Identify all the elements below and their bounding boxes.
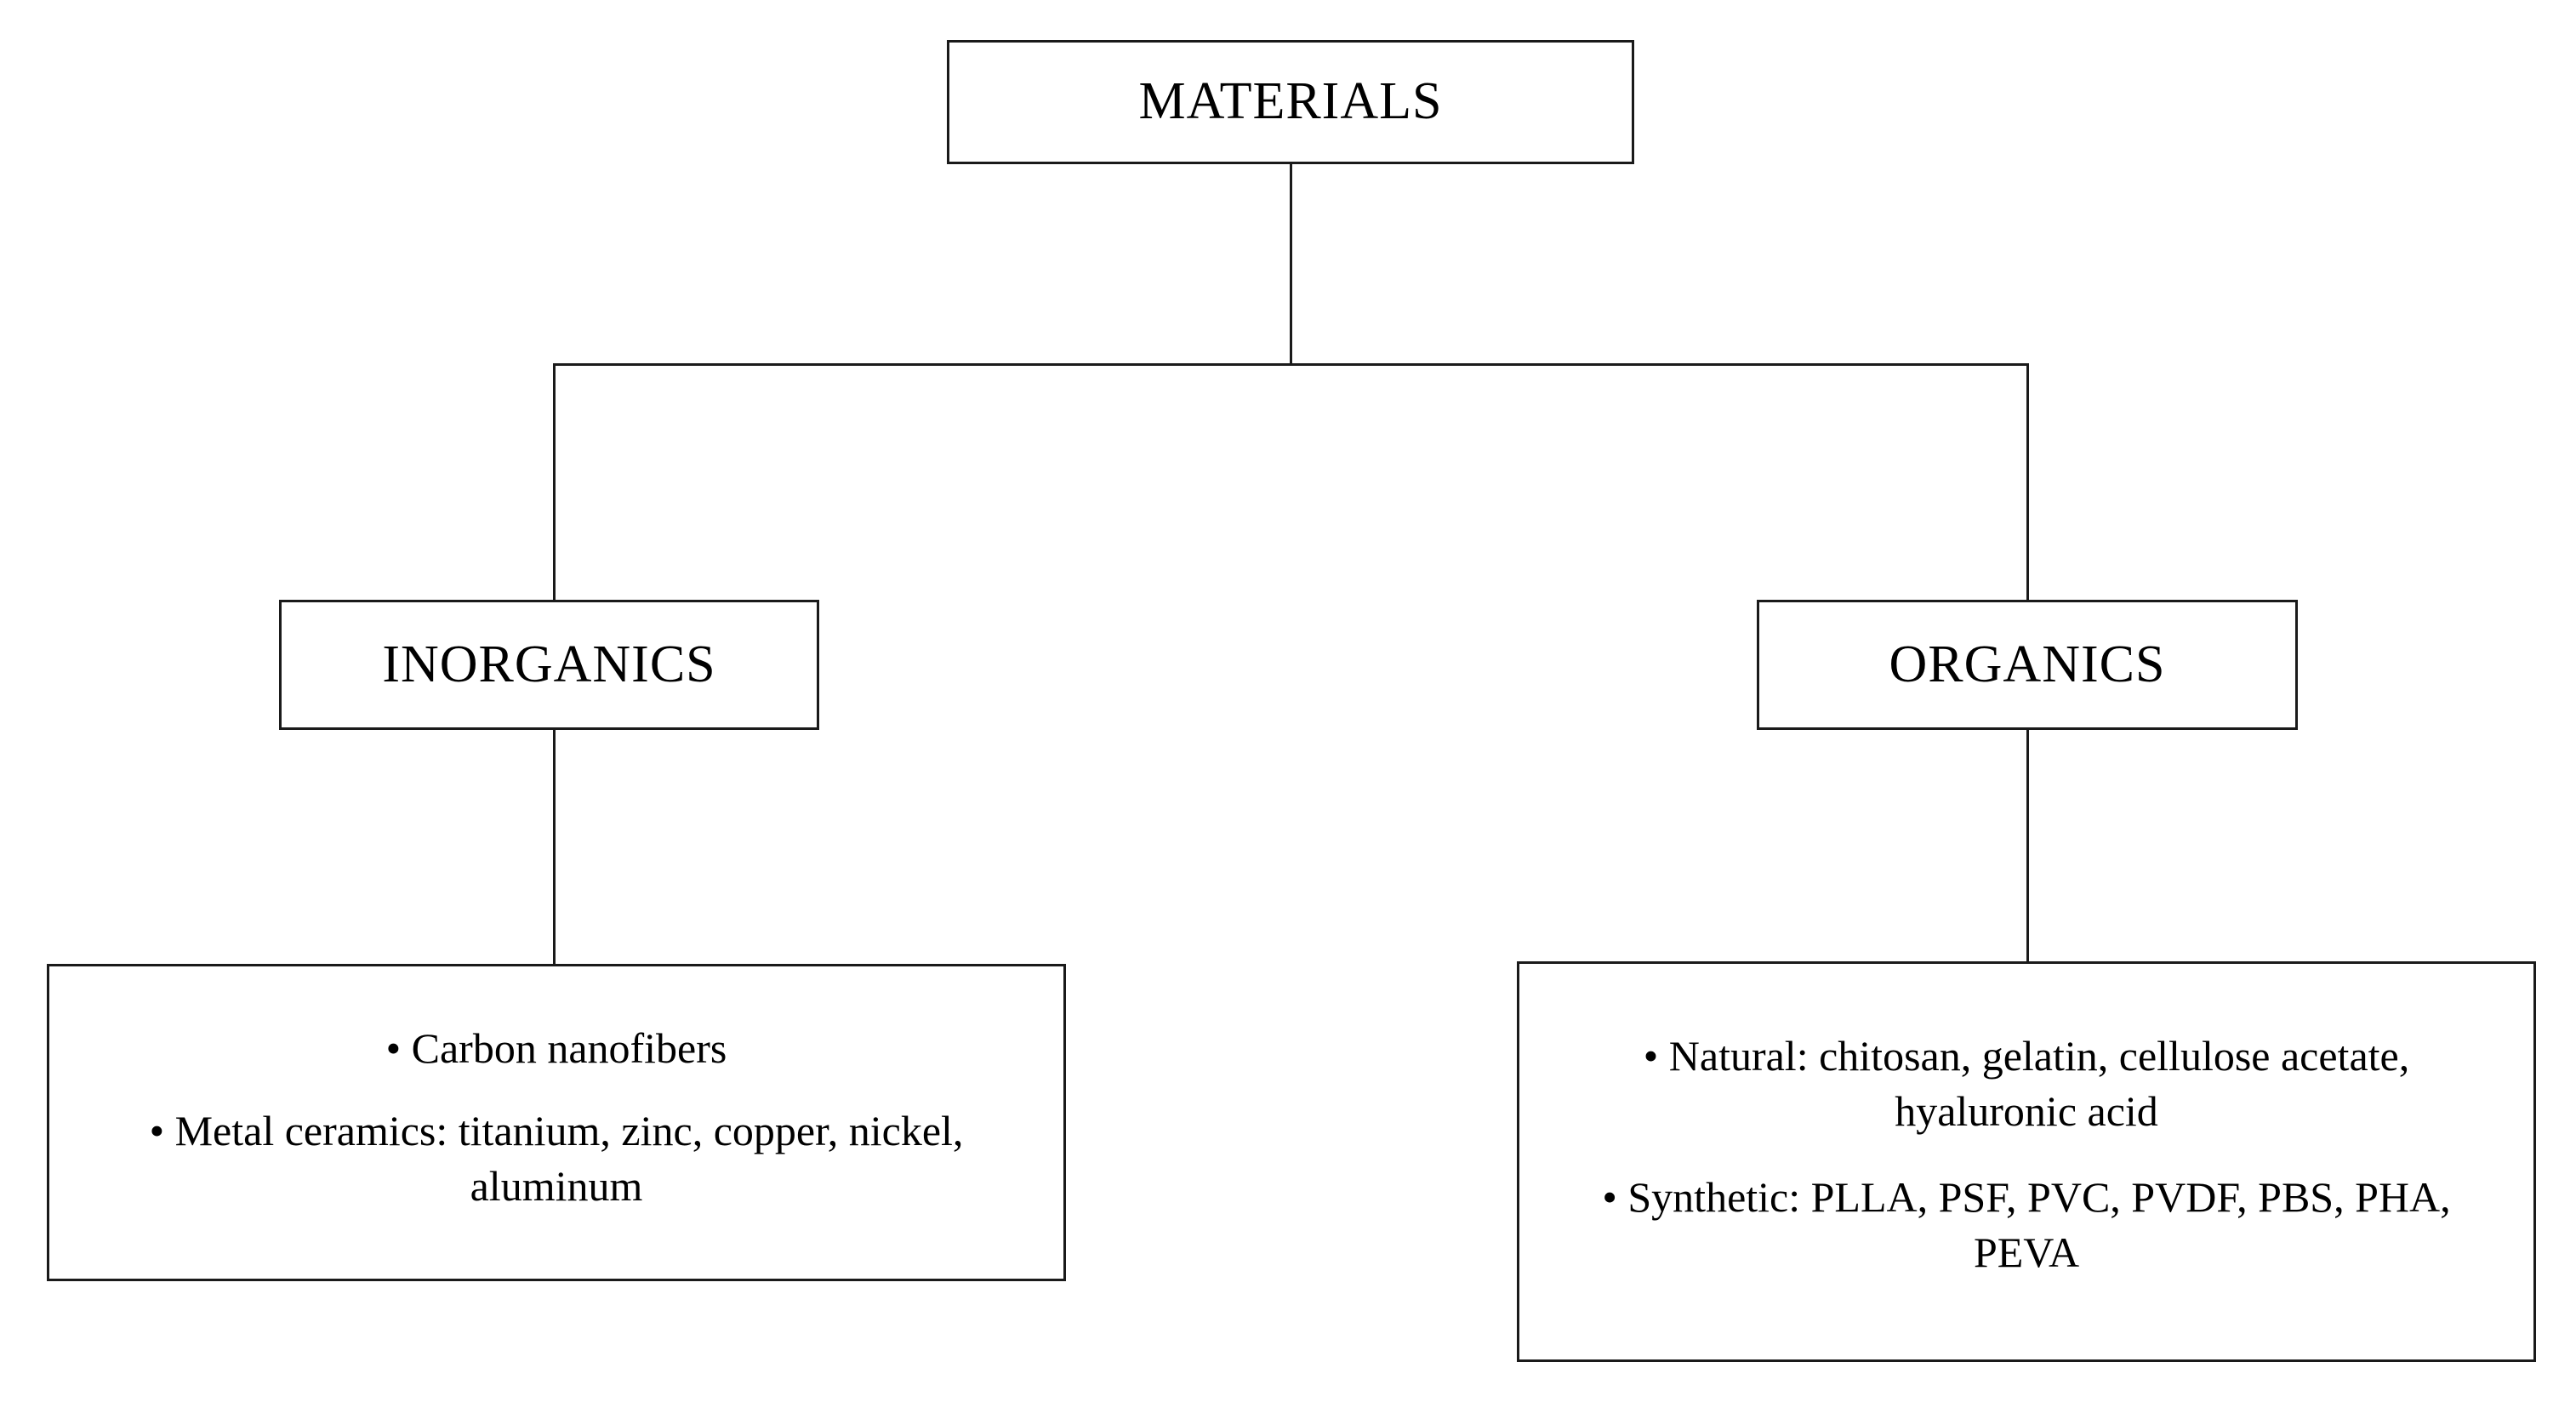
list-item: • Synthetic: PLLA, PSF, PVC, PVDF, PBS, … <box>1602 1172 2451 1276</box>
list-item: • Carbon nanofibers <box>385 1024 727 1072</box>
node-materials[interactable]: MATERIALS <box>947 40 1634 164</box>
list-item: • Natural: chitosan, gelatin, cellulose … <box>1643 1031 2410 1135</box>
node-inorganics[interactable]: INORGANICS <box>279 600 819 730</box>
organics-bullet-list: • Natural: chitosan, gelatin, cellulose … <box>1548 1029 2505 1296</box>
detail-box-organics[interactable]: • Natural: chitosan, gelatin, cellulose … <box>1517 961 2536 1362</box>
connector-inorganics-to-detail <box>553 729 556 966</box>
node-inorganics-label: INORGANICS <box>382 635 716 693</box>
connector-organics-to-detail <box>2026 729 2029 963</box>
connector-to-organics <box>2026 363 2029 601</box>
node-organics[interactable]: ORGANICS <box>1757 600 2298 730</box>
list-item: • Metal ceramics: titanium, zinc, copper… <box>149 1107 964 1210</box>
detail-box-inorganics[interactable]: • Carbon nanofibers • Metal ceramics: ti… <box>47 964 1066 1281</box>
connector-split-bar <box>553 363 2029 366</box>
connector-materials-stem <box>1290 164 1292 365</box>
connector-to-inorganics <box>553 363 556 601</box>
inorganics-bullet-list: • Carbon nanofibers • Metal ceramics: ti… <box>75 1017 1038 1228</box>
node-organics-label: ORGANICS <box>1889 635 2166 693</box>
node-materials-label: MATERIALS <box>1138 72 1443 131</box>
